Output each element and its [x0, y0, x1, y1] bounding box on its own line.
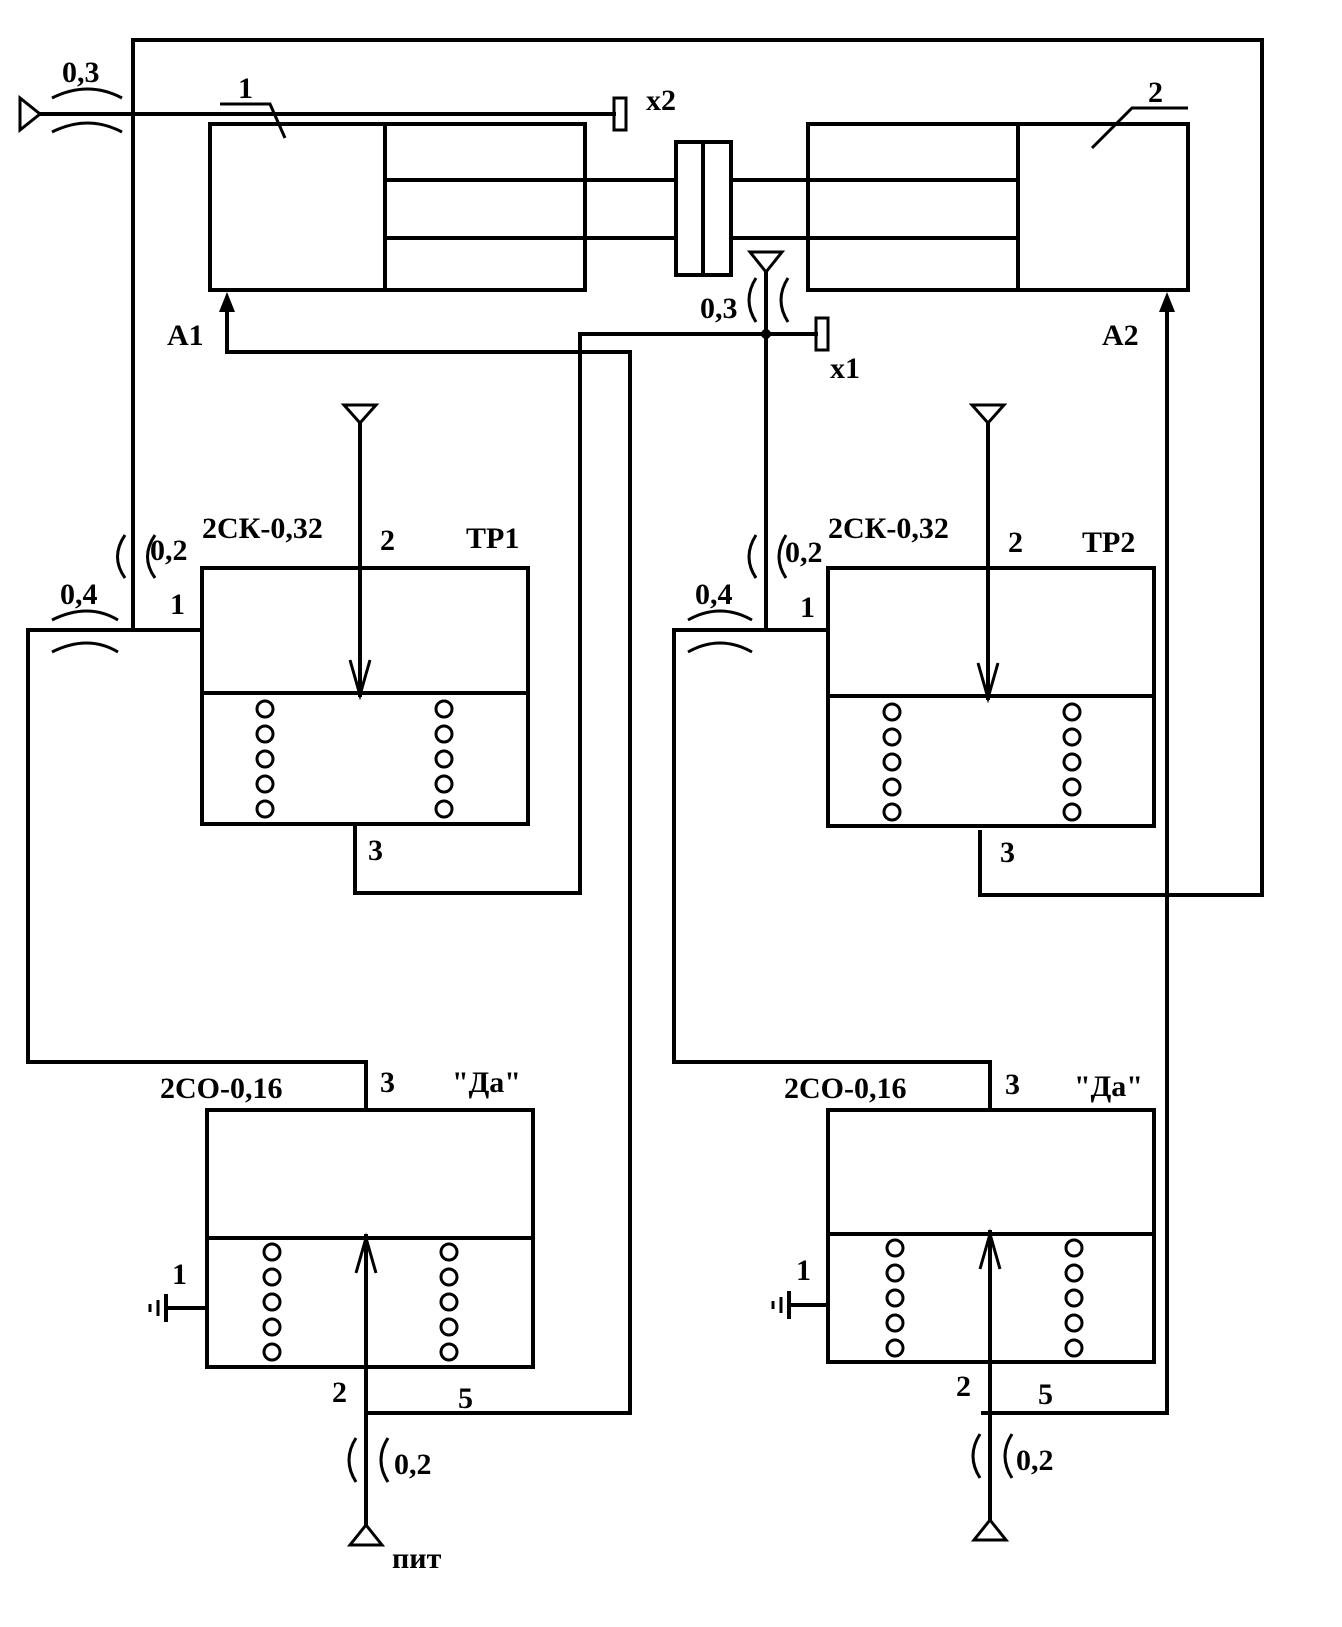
- a2-label: A2: [1102, 319, 1139, 352]
- cylinder-1: [208, 122, 587, 292]
- tr1-element: [26, 403, 582, 1112]
- da2-port1: 1: [796, 1254, 811, 1287]
- loop-left-vertical: [131, 38, 1264, 897]
- tr1-throttle-in: 0,2: [150, 534, 188, 567]
- da2-element: [771, 1108, 1156, 1542]
- tr2-name: ТР2: [1082, 526, 1135, 559]
- throttle-top-left-label: 0,3: [62, 56, 100, 89]
- tr2-port1: 1: [800, 591, 815, 624]
- tr2-port2: 2: [1008, 526, 1023, 559]
- cyl2-number: 2: [1148, 76, 1163, 109]
- da2-coil-right: [1064, 1238, 1084, 1358]
- tr1-coil-right: [434, 699, 454, 819]
- da2-port3: 3: [1005, 1068, 1020, 1101]
- a2-arrow: [1159, 292, 1175, 312]
- da1-port2: 2: [332, 1376, 347, 1409]
- da2-port2: 2: [956, 1370, 971, 1403]
- throttle-center: [578, 250, 830, 895]
- da2-name: "Да": [1074, 1070, 1143, 1103]
- tr2-port3: 3: [1000, 836, 1015, 869]
- da1-coil-left: [262, 1242, 282, 1362]
- tr2-coil-left: [882, 702, 902, 822]
- tr2-element: [672, 403, 1156, 1112]
- tr1-port3: 3: [368, 834, 383, 867]
- tr1-coil-left: [255, 699, 275, 819]
- da1-coil-right: [439, 1242, 459, 1362]
- cyl1-number: 1: [238, 72, 253, 105]
- da2-port5: 5: [1038, 1378, 1053, 1411]
- tr2-coil-right: [1062, 702, 1082, 822]
- da2-coil-left: [885, 1238, 905, 1358]
- da2-throttle: 0,2: [1016, 1444, 1054, 1477]
- da1-element: [148, 1108, 535, 1547]
- cyl2-leader: [1090, 106, 1188, 150]
- da1-throttle: 0,2: [394, 1448, 432, 1481]
- tr1-type: 2СК-0,32: [202, 512, 323, 545]
- da1-port5: 5: [458, 1382, 473, 1415]
- tr2-type: 2СК-0,32: [828, 512, 949, 545]
- cyl1-leader: [220, 102, 287, 139]
- da2-type: 2СО-0,16: [784, 1072, 907, 1105]
- throttle-top-left: [18, 87, 628, 134]
- cylinder-2: [806, 122, 1190, 292]
- a1-arrow: [219, 292, 235, 312]
- tr2-throttle-in: 0,2: [785, 536, 823, 569]
- a1-line: [225, 298, 632, 1415]
- x2-label: x2: [646, 84, 676, 117]
- tr1-port1: 1: [170, 588, 185, 621]
- da1-port1: 1: [172, 1258, 187, 1291]
- coupling: [583, 140, 810, 277]
- tr1-name: ТР1: [466, 522, 519, 555]
- tr2-throttle-out: 0,4: [695, 578, 733, 611]
- da1-port3: 3: [380, 1066, 395, 1099]
- supply-label: пит: [392, 1542, 442, 1575]
- tr1-throttle-out: 0,4: [60, 578, 98, 611]
- x1-label: x1: [830, 352, 860, 385]
- a1-label: A1: [167, 319, 204, 352]
- throttle-center-label: 0,3: [700, 292, 738, 325]
- tr1-port2: 2: [380, 524, 395, 557]
- da1-type: 2СО-0,16: [160, 1072, 283, 1105]
- a2-line: [981, 298, 1169, 1415]
- da1-name: "Да": [452, 1066, 521, 1099]
